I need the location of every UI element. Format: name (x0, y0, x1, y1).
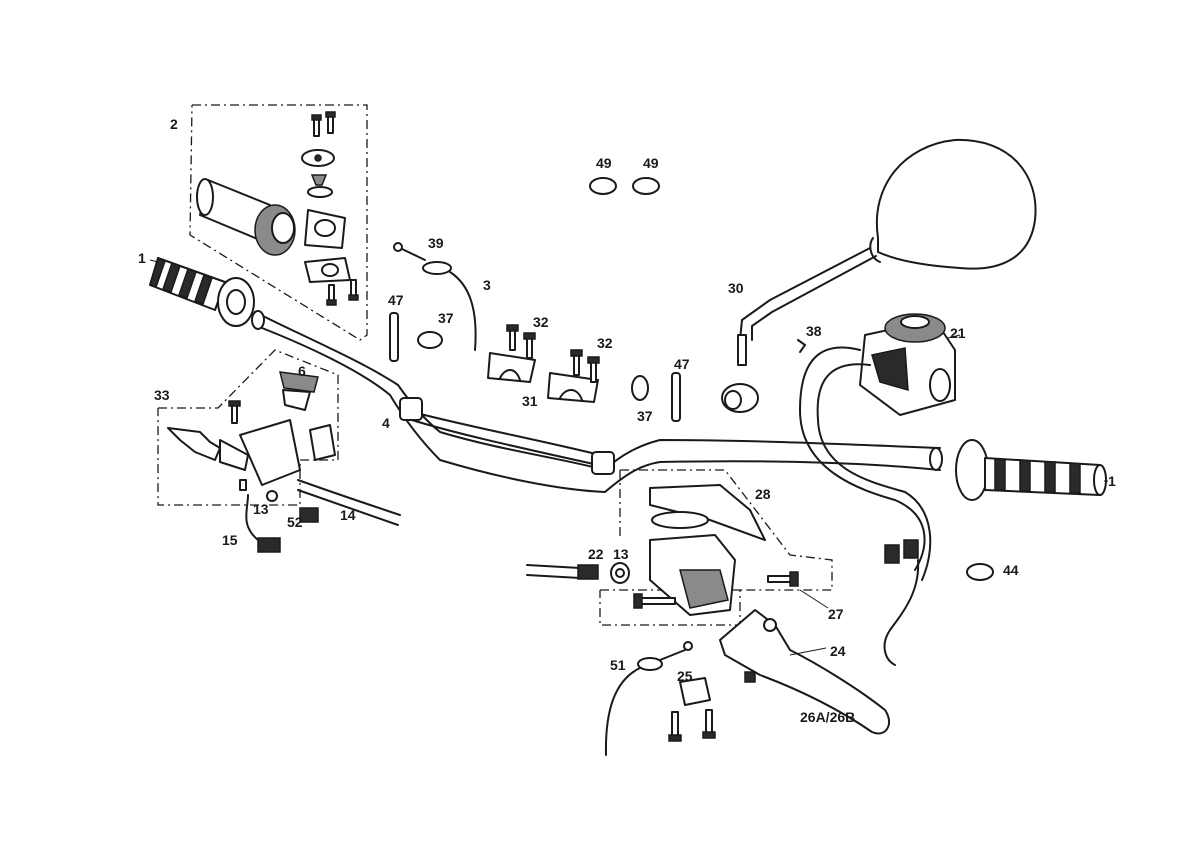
callout-24: 24 (830, 643, 846, 659)
callout-39: 39 (428, 235, 444, 251)
callout-30: 30 (728, 280, 744, 296)
callout-26A-26B: 26A/26B (800, 709, 855, 725)
hose-clip-44 (966, 563, 994, 581)
cable-tie-right (671, 372, 681, 422)
cable-clip-right (631, 375, 649, 401)
callout-51: 51 (610, 657, 626, 673)
callout-33: 33 (154, 387, 170, 403)
callout-1-right: 1 (1108, 473, 1116, 489)
callout-52: 52 (287, 514, 303, 530)
callout-21: 21 (950, 325, 966, 341)
callout-13-mid: 13 (613, 546, 629, 562)
handlebar-tube (251, 310, 943, 493)
callout-47-a: 47 (388, 292, 404, 308)
cable-clip-left (417, 331, 443, 349)
callout-2: 2 (170, 116, 178, 132)
brake-master-cylinder (526, 484, 799, 616)
hose-clip-right (632, 177, 660, 195)
callout-37-a: 37 (438, 310, 454, 326)
callout-28: 28 (755, 486, 771, 502)
throttle-cable (393, 242, 477, 351)
cable-tie-left (389, 312, 399, 362)
left-switch-assembly (167, 371, 401, 553)
callout-49-a: 49 (596, 155, 612, 171)
callout-1-left: 1 (138, 250, 146, 266)
callout-22: 22 (588, 546, 604, 562)
callout-14: 14 (340, 507, 356, 523)
callout-32-b: 32 (597, 335, 613, 351)
throttle-assembly (196, 111, 359, 306)
callout-47-b: 47 (674, 356, 690, 372)
throttle-assembly-group-box (189, 104, 368, 341)
callout-3: 3 (483, 277, 491, 293)
callout-4: 4 (382, 415, 390, 431)
lever-cable (604, 641, 693, 756)
callout-13-left: 13 (253, 501, 269, 517)
callout-37-b: 37 (637, 408, 653, 424)
right-switch-assembly (797, 313, 956, 666)
left-switch-group-box (157, 349, 339, 506)
callout-49-b: 49 (643, 155, 659, 171)
callout-27: 27 (828, 606, 844, 622)
left-grip (149, 256, 255, 327)
handlebar-clamps (487, 324, 600, 403)
callout-44: 44 (1003, 562, 1019, 578)
callout-6: 6 (298, 363, 306, 379)
callout-15: 15 (222, 532, 238, 548)
hose-clip-left (589, 177, 617, 195)
right-grip (955, 439, 1107, 501)
callout-25: 25 (677, 668, 693, 684)
callout-31: 31 (522, 393, 538, 409)
callout-38: 38 (806, 323, 822, 339)
callout-32-a: 32 (533, 314, 549, 330)
master-cylinder-group-box-upper (620, 469, 833, 591)
mirror (721, 138, 1037, 413)
brake-lever (668, 609, 891, 742)
